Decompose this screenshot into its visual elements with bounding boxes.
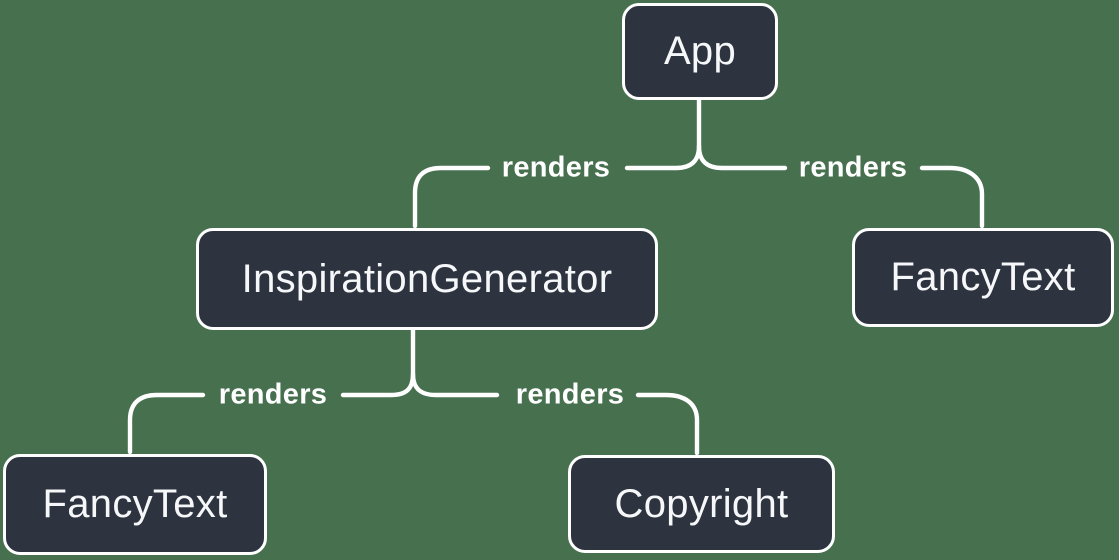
edge-app-inspiration-elbow (412, 165, 491, 229)
node-fancy-text-left-label: FancyText (42, 482, 228, 526)
node-app-label: App (663, 29, 737, 73)
edge-app-trunk-right (696, 143, 788, 171)
node-app: App (622, 3, 778, 100)
node-fancy-text-left: FancyText (3, 454, 267, 555)
edge-inspiration-copyright-elbow (635, 392, 700, 456)
node-inspiration-generator-label: InspirationGenerator (241, 256, 613, 301)
edge-inspiration-trunk-right (410, 371, 500, 398)
node-copyright: Copyright (568, 455, 835, 553)
edge-app-fancytext-elbow (919, 165, 985, 229)
edge-inspiration-trunk-left (340, 327, 416, 398)
node-copyright-label: Copyright (614, 481, 789, 526)
edge-inspiration-fancytext-elbow (127, 392, 206, 455)
node-fancy-text-right-label: FancyText (890, 255, 1076, 299)
edge-label-inspiration-copyright: renders (515, 378, 625, 411)
edge-label-app-inspiration: renders (501, 151, 611, 184)
node-fancy-text-right: FancyText (852, 228, 1114, 327)
node-inspiration-generator: InspirationGenerator (196, 228, 658, 330)
edge-app-trunk-left (624, 97, 702, 171)
edge-label-app-fancytext: renders (798, 151, 908, 184)
edge-label-inspiration-fancytext: renders (218, 378, 328, 411)
